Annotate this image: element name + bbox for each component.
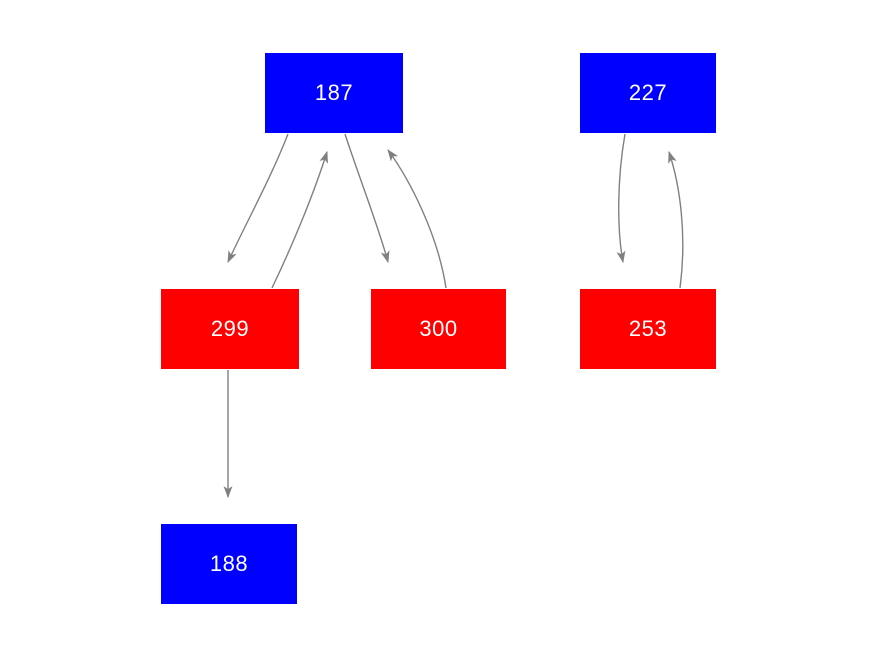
graph-node-227[interactable]: 227 (580, 53, 716, 133)
graph-node-299[interactable]: 299 (161, 289, 299, 369)
graph-node-300[interactable]: 300 (371, 289, 506, 369)
graph-node-188[interactable]: 188 (161, 524, 297, 604)
graph-edge-227-to-253 (616, 133, 626, 264)
graph-edge-253-to-227 (668, 150, 684, 289)
graph-node-187[interactable]: 187 (265, 53, 403, 133)
graph-node-label: 253 (628, 316, 668, 341)
graph-node-253[interactable]: 253 (580, 289, 716, 369)
graph-edge-300-to-187 (387, 149, 447, 289)
graph-node-label: 187 (314, 80, 354, 105)
graph-edge-299-to-187 (271, 150, 328, 289)
graph-node-label: 300 (419, 316, 458, 341)
graph-edge-187-to-300 (344, 133, 390, 264)
graph-edge-187-to-299 (227, 133, 289, 264)
graph-node-label: 188 (209, 551, 249, 576)
graph-node-label: 299 (210, 316, 250, 341)
graph-node-label: 227 (628, 80, 668, 105)
